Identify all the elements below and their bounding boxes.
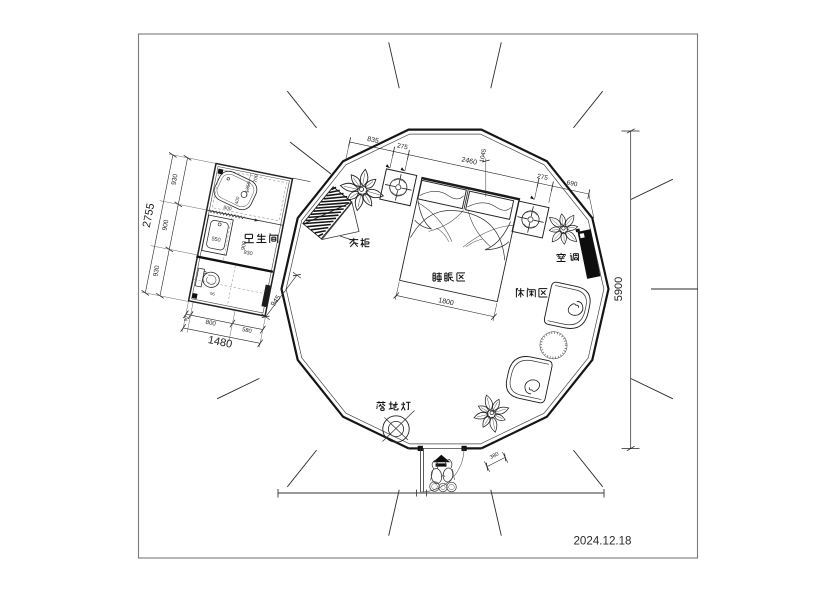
svg-text:2460: 2460 — [461, 156, 478, 166]
svg-text:1045: 1045 — [478, 148, 488, 163]
svg-text:2024.12.18: 2024.12.18 — [573, 535, 631, 548]
svg-text:1800: 1800 — [438, 297, 455, 307]
svg-text:835: 835 — [366, 136, 379, 145]
svg-text:900: 900 — [161, 219, 170, 231]
svg-text:930: 930 — [171, 173, 180, 185]
svg-text:275: 275 — [396, 142, 408, 151]
svg-text:275: 275 — [536, 173, 548, 182]
svg-text:700: 700 — [253, 174, 261, 184]
svg-text:580: 580 — [241, 327, 252, 335]
svg-text:1480: 1480 — [207, 334, 233, 351]
svg-text:800: 800 — [223, 205, 233, 213]
svg-text:1350: 1350 — [244, 181, 252, 193]
svg-text:5900: 5900 — [613, 277, 625, 301]
svg-text:400: 400 — [234, 196, 240, 205]
svg-text:90: 90 — [183, 315, 189, 321]
svg-text:930: 930 — [243, 250, 253, 258]
svg-text:380: 380 — [489, 451, 500, 461]
svg-text:96: 96 — [210, 291, 216, 297]
svg-text:550: 550 — [211, 236, 221, 244]
svg-text:900: 900 — [241, 241, 249, 251]
svg-text:800: 800 — [205, 319, 217, 328]
svg-text:690: 690 — [566, 179, 578, 188]
svg-text:2755: 2755 — [141, 202, 157, 228]
svg-text:930: 930 — [152, 265, 161, 277]
